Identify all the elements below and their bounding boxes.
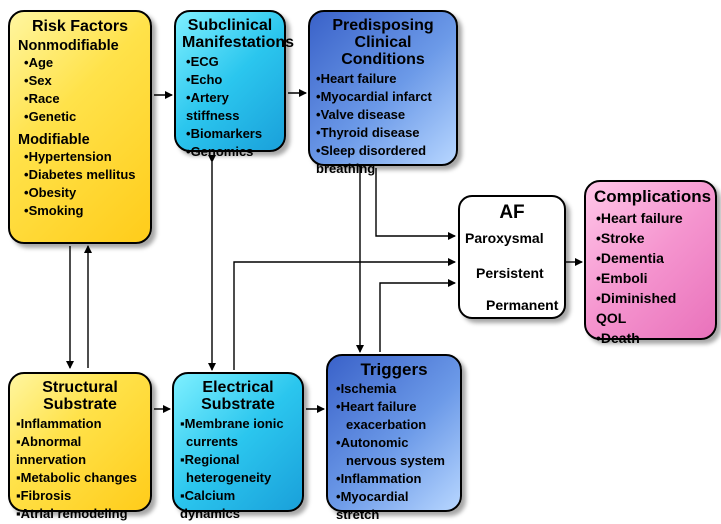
complications-title: Complications [594,187,712,206]
list-item-continuation: currents [186,434,239,449]
nonmodifiable-list: Age Sex Race Genetic [24,54,142,126]
list-item: Calcium dynamics [180,487,296,523]
list-item: Inflammation [16,415,144,433]
list-item: Artery stiffness [186,89,278,125]
triggers-list: Ischemia Heart failure exacerbation Auto… [336,380,452,524]
arrow-triggers-to-af [379,279,456,352]
list-item: Genetic [24,108,142,126]
list-item: Thyroid disease [316,124,450,142]
list-item: Age [24,54,142,72]
list-item: Hypertension [24,148,142,166]
list-item: Echo [186,71,278,89]
list-item: ECG [186,53,278,71]
af-stage-paroxysmal: Paroxysmal [465,230,544,246]
list-item-continuation: exacerbation [346,417,427,432]
list-item: Genomics [186,143,278,161]
electrical-title-line1: Electrical [202,379,274,396]
risk-factors-box: Risk Factors Nonmodifiable Age Sex Race … [8,10,152,244]
list-item: Diabetes mellitus [24,166,142,184]
list-item: Heart failure [316,70,450,88]
list-item-continuation: heterogeneity [186,470,272,485]
list-item: Smoking [24,202,142,220]
triggers-title: Triggers [360,360,428,379]
predisposing-box: Predisposing Clinical Conditions Heart f… [308,10,458,176]
af-title: AF [499,202,525,223]
list-item: Autonomic [336,434,452,452]
list-item: Emboli [596,268,707,288]
nonmodifiable-label: Nonmodifiable [18,38,119,54]
structural-box: Structural Substrate Inflammation Abnorm… [8,372,152,521]
subclinical-title-line2: Manifestations [182,34,295,51]
af-box: AF Paroxysmal Persistent Permanent [458,195,566,319]
list-item: Sleep disordered [316,142,450,160]
modifiable-label: Modifiable [18,132,90,148]
subclinical-title-line1: Subclinical [187,17,273,34]
list-item: Membrane ionic [180,415,296,433]
risk-factors-title: Risk Factors [31,18,129,35]
complications-box: Complications Heart failure Stroke Demen… [584,180,717,346]
list-item: Atrial remodeling [16,505,144,523]
list-item: Metabolic changes [16,469,144,487]
arrow-electrical-to-af [233,258,456,370]
list-item: Heart failure [596,208,707,228]
list-item: Myocardial infarct [316,88,450,106]
list-item: Biomarkers [186,125,278,143]
list-item: Death [596,328,707,348]
subclinical-box: Subclinical Manifestations ECG Echo Arte… [174,10,295,159]
arrow-predisposing-to-af [375,168,456,240]
structural-list: Inflammation Abnormal innervation Metabo… [16,415,144,523]
structural-title-line1: Structural [42,379,118,396]
structural-title-line2: Substrate [43,396,117,413]
complications-list: Heart failure Stroke Dementia Emboli Dim… [596,208,707,348]
triggers-box: Triggers Ischemia Heart failure exacerba… [326,354,462,522]
af-stage-persistent: Persistent [476,265,544,281]
list-item: Myocardial stretch [336,488,452,524]
list-item: Fibrosis [16,487,144,505]
list-item: Valve disease [316,106,450,124]
list-item: Stroke [596,228,707,248]
predisposing-title-line2: Clinical Conditions [341,34,425,68]
list-item: Inflammation [336,470,452,488]
list-item: Obesity [24,184,142,202]
electrical-title-line2: Substrate [201,396,275,413]
subclinical-list: ECG Echo Artery stiffness Biomarkers Gen… [186,53,278,161]
list-item-continuation: nervous system [346,453,445,468]
list-item: Sex [24,72,142,90]
list-item: Race [24,90,142,108]
af-stage-permanent: Permanent [486,297,559,313]
modifiable-list: Hypertension Diabetes mellitus Obesity S… [24,148,142,220]
predisposing-list: Heart failure Myocardial infarct Valve d… [316,70,450,178]
list-item: Regional [180,451,296,469]
list-item: Abnormal innervation [16,433,144,469]
electrical-box: Electrical Substrate Membrane ionic curr… [172,372,304,521]
predisposing-title-line1: Predisposing [332,17,434,34]
list-item: Ischemia [336,380,452,398]
list-item-continuation: breathing [316,161,376,176]
electrical-list: Membrane ionic currents Regional heterog… [180,415,296,523]
list-item: Heart failure [336,398,452,416]
list-item: Diminished QOL [596,288,707,328]
list-item: Dementia [596,248,707,268]
